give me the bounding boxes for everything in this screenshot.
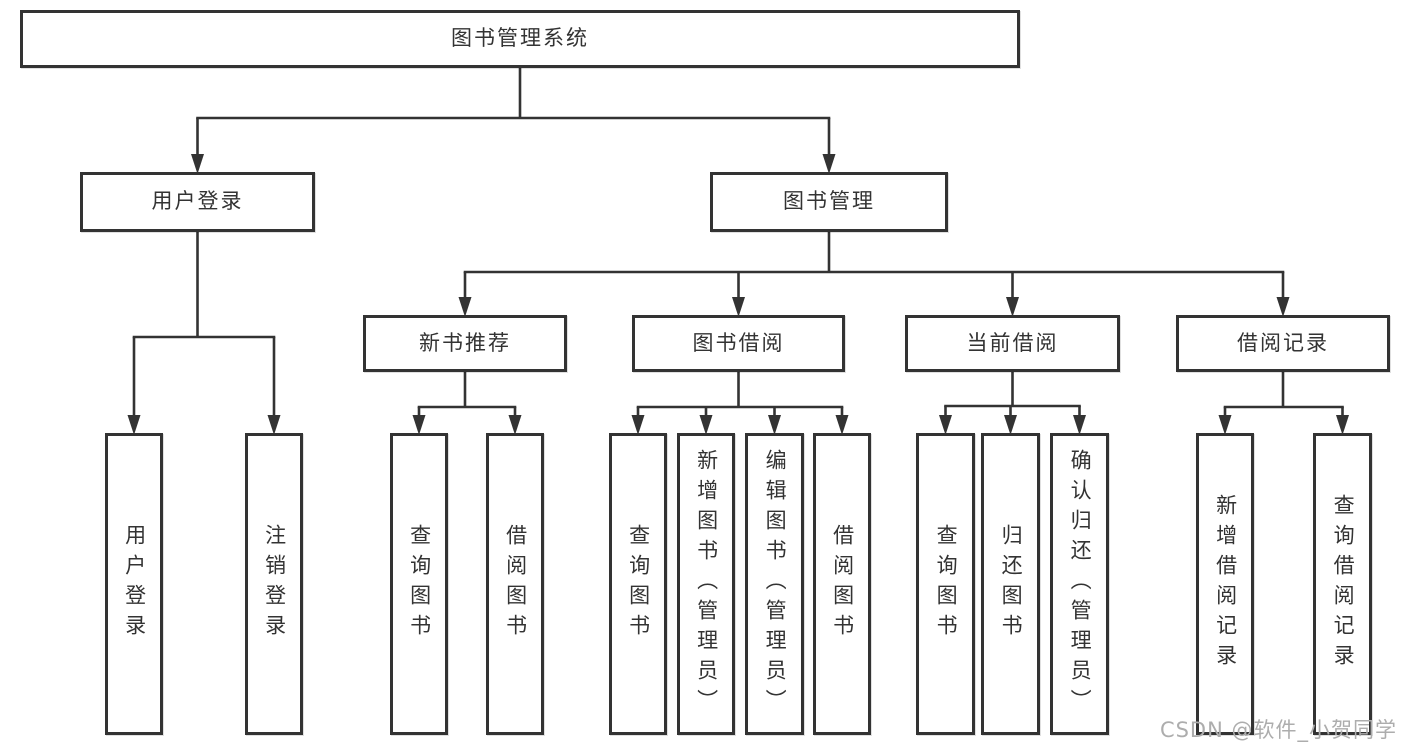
node-label: 借阅图书 <box>830 524 855 644</box>
node-label: 当前借阅 <box>966 330 1059 355</box>
node-cb-query: 查询图书 <box>916 433 975 735</box>
node-label: 图书管理系统 <box>451 26 589 51</box>
node-label: 编辑图书（管理员） <box>763 449 788 719</box>
node-root: 图书管理系统 <box>20 10 1020 68</box>
csdn-watermark: CSDN @软件_小贺同学 <box>1159 718 1397 742</box>
node-label: 图书管理 <box>783 189 875 214</box>
node-label: 新书推荐 <box>419 330 511 355</box>
node-label: 查询借阅记录 <box>1331 494 1356 674</box>
node-borrow-records: 借阅记录 <box>1176 315 1390 372</box>
node-label: 查询图书 <box>626 524 651 644</box>
node-label: 新增借阅记录 <box>1213 494 1238 674</box>
node-label: 查询图书 <box>934 524 959 644</box>
node-current-borrow: 当前借阅 <box>905 315 1120 372</box>
node-label: 查询图书 <box>407 524 432 644</box>
node-bb-borrow: 借阅图书 <box>813 433 871 735</box>
node-new-book-rec: 新书推荐 <box>363 315 567 372</box>
node-label: 新增图书（管理员） <box>694 449 719 719</box>
node-bb-query: 查询图书 <box>609 433 667 735</box>
node-cb-return: 归还图书 <box>981 433 1040 735</box>
node-cb-confirm: 确认归还（管理员） <box>1050 433 1109 735</box>
node-book-mgmt: 图书管理 <box>710 172 948 232</box>
node-label: 借阅图书 <box>503 524 528 644</box>
node-leaf-user-login: 用户登录 <box>105 433 163 735</box>
node-bb-edit: 编辑图书（管理员） <box>745 433 804 735</box>
node-nbr-borrow: 借阅图书 <box>486 433 544 735</box>
node-label: 图书借阅 <box>692 330 785 355</box>
node-label: 归还图书 <box>999 524 1024 644</box>
node-label: 用户登录 <box>151 189 244 214</box>
node-book-borrow: 图书借阅 <box>632 315 845 372</box>
node-label: 借阅记录 <box>1237 330 1329 355</box>
node-bb-add: 新增图书（管理员） <box>677 433 735 735</box>
node-leaf-logout: 注销登录 <box>245 433 303 735</box>
node-label: 用户登录 <box>122 524 147 644</box>
node-br-query: 查询借阅记录 <box>1313 433 1372 735</box>
node-br-add: 新增借阅记录 <box>1196 433 1254 735</box>
node-label: 注销登录 <box>262 524 287 644</box>
node-label: 确认归还（管理员） <box>1068 449 1093 719</box>
node-user-login: 用户登录 <box>80 172 315 232</box>
node-nbr-query: 查询图书 <box>390 433 448 735</box>
